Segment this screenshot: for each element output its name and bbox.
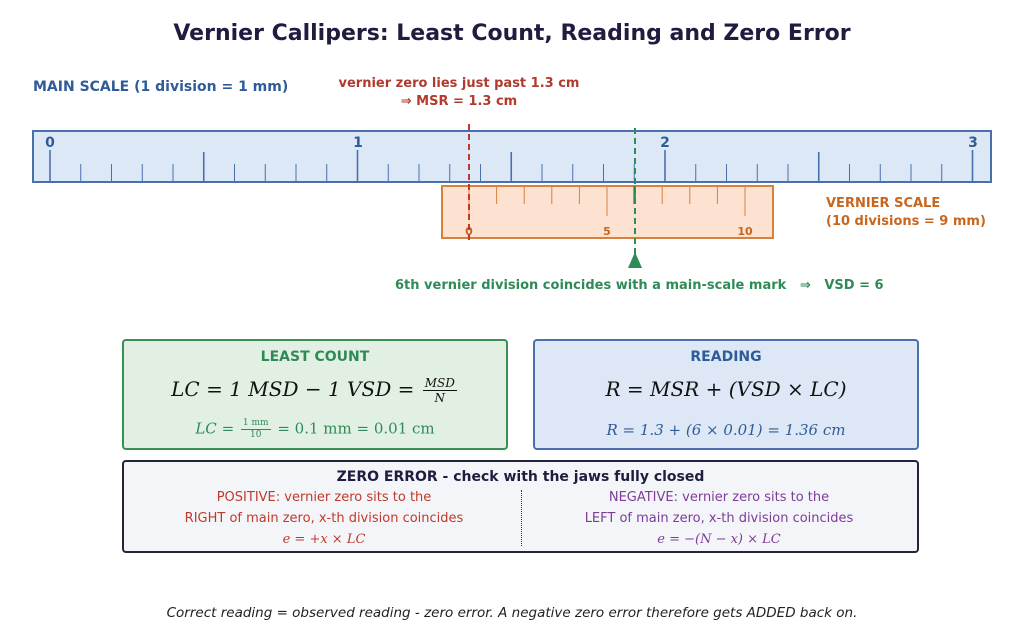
- reading-formula: R = MSR + (VSD × LC): [605, 377, 847, 401]
- main-scale-label-0: 0: [45, 135, 55, 151]
- main-scale-label-3: 3: [968, 135, 978, 151]
- calc-fraction-denominator: 10: [250, 430, 262, 440]
- positive-line1: POSITIVE: vernier zero sits to the: [216, 490, 432, 505]
- lc-formula-rhs: 1 MSD − 1 VSD: [229, 377, 392, 401]
- negative-zero-error: NEGATIVE: vernier zero sits to the LEFT …: [529, 487, 909, 550]
- negative-line2: LEFT of main zero, x-th division coincid…: [584, 511, 854, 526]
- main-scale-label: MAIN SCALE (1 division = 1 mm): [33, 79, 289, 95]
- positive-zero-error: POSITIVE: vernier zero sits to the RIGHT…: [134, 487, 514, 550]
- least-count-result: = 0.1 mm = 0.01 cm: [277, 419, 435, 438]
- vernier-label-5: 5: [603, 225, 611, 238]
- vernier-label-10: 10: [737, 225, 753, 238]
- vernier-scale-label-line2: (10 divisions = 9 mm): [826, 214, 986, 229]
- main-scale-ticks: [49, 150, 974, 182]
- reading-calculation: R = 1.3 + (6 × 0.01) = 1.36 cm: [606, 421, 846, 439]
- calc-fraction-numerator: 1 mm: [240, 418, 271, 430]
- fraction-denominator: N: [434, 391, 446, 405]
- reading-title: READING: [690, 349, 762, 365]
- least-count-title: LEAST COUNT: [260, 349, 370, 365]
- main-scale-label-2: 2: [660, 135, 670, 151]
- negative-line1: NEGATIVE: vernier zero sits to the: [608, 490, 830, 505]
- positive-formula: e = +x × LC: [282, 532, 366, 547]
- coincidence-arrow-icon: [628, 252, 642, 268]
- calliper-scales-diagram: 0 1 2 3 0 5 10: [32, 124, 992, 268]
- positive-line2: RIGHT of main zero, x-th division coinci…: [184, 511, 464, 526]
- page-title: Vernier Callipers: Least Count, Reading …: [173, 21, 851, 46]
- zero-error-box: ZERO ERROR - check with the jaws fully c…: [122, 460, 919, 553]
- zero-error-divider: [521, 490, 522, 546]
- reading-box: READING R = MSR + (VSD × LC) R = 1.3 + (…: [533, 339, 919, 450]
- vernier-scale-label-line1: VERNIER SCALE: [826, 196, 941, 211]
- zero-error-title: ZERO ERROR - check with the jaws fully c…: [336, 469, 705, 485]
- lc-symbol: LC: [171, 377, 200, 401]
- coincidence-note: 6th vernier division coincides with a ma…: [395, 278, 884, 293]
- vernier-scale-label: VERNIER SCALE (10 divisions = 9 mm): [826, 195, 986, 231]
- fraction-numerator: MSD: [422, 376, 457, 391]
- footer-note: Correct reading = observed reading - zer…: [166, 605, 858, 621]
- vernier-label-0: 0: [465, 225, 473, 238]
- main-scale-label-1: 1: [353, 135, 363, 151]
- lc-symbol-small: LC: [195, 419, 217, 438]
- vernier-zero-note-line1: vernier zero lies just past 1.3 cm: [338, 76, 580, 91]
- negative-formula: e = −(N − x) × LC: [657, 532, 781, 547]
- msr-note: ⇒ MSR = 1.3 cm: [400, 94, 518, 109]
